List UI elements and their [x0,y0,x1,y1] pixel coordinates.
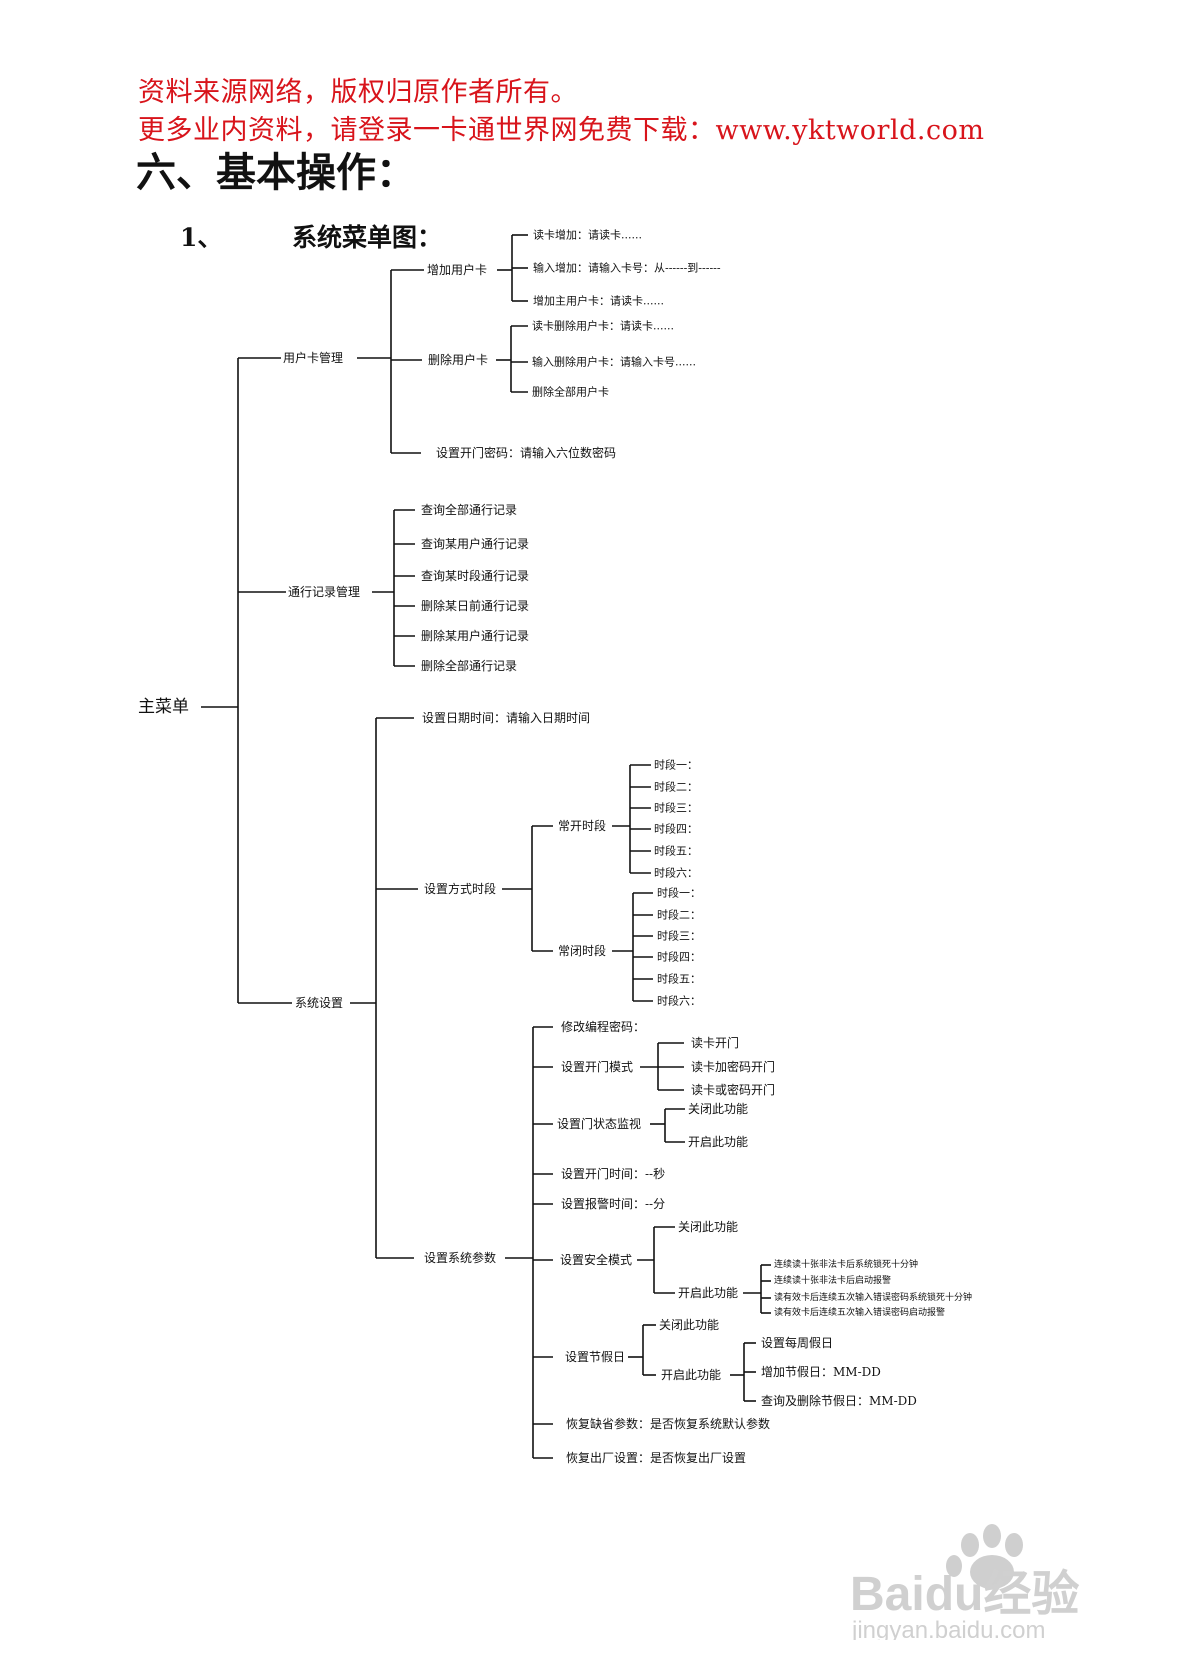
add-user-card-option: 读卡增加：请读卡...... [533,228,642,242]
period-slot-label: 时段三： [657,929,701,943]
access-record-option: 删除全部通行记录 [421,658,517,673]
tree-root-label: 主菜单 [138,697,189,717]
download-notice: 更多业内资料，请登录一卡通世界网免费下载：www.yktworld.com [138,115,985,146]
open-mode-option: 读卡开门 [691,1035,739,1050]
security-off-label: 关闭此功能 [678,1220,738,1234]
set-open-time-label: 设置开门时间：--秒 [561,1166,665,1181]
set-alarm-time-label: 设置报警时间：--分 [561,1196,665,1211]
add-user-card-label: 增加用户卡 [427,262,487,277]
source-notice: 资料来源网络，版权归原作者所有。 [138,77,578,108]
access-record-option: 查询全部通行记录 [421,502,517,517]
delete-user-card-label: 删除用户卡 [428,352,488,367]
baidu-jingyan-watermark: Baidu经验 jingyan.baidu.com [850,1500,1130,1644]
restore-factory-label: 恢复出厂设置：是否恢复出厂设置 [566,1451,746,1465]
period-slot-label: 时段二： [654,780,698,794]
user-card-mgmt-label: 用户卡管理 [283,350,343,365]
door-monitor-option: 关闭此功能 [688,1102,748,1116]
delete-user-card-option: 删除全部用户卡 [532,385,609,399]
delete-user-card-option: 输入删除用户卡：请输入卡号...... [532,355,696,369]
delete-user-card-option: 读卡删除用户卡：请读卡...... [532,319,674,333]
svg-text:Baidu经验: Baidu经验 [850,1568,1079,1621]
period-slot-label: 时段一： [657,886,701,900]
section-title: 六、基本操作： [136,149,416,196]
period-slot-label: 时段二： [657,908,701,922]
holiday-off-label: 关闭此功能 [659,1318,719,1332]
set-holiday-label: 设置节假日 [565,1350,625,1364]
access-records-mgmt-label: 通行记录管理 [288,584,360,599]
security-rule-option: 读有效卡后连续五次输入错误密码系统锁死十分钟 [774,1291,972,1303]
access-record-option: 删除某日前通行记录 [421,598,529,613]
access-record-option: 查询某时段通行记录 [421,568,529,583]
add-user-card-option: 输入增加：请输入卡号：从------到------ [533,261,721,275]
period-slot-label: 时段五： [657,972,701,986]
period-slot-label: 时段一： [654,758,698,772]
holiday-option: 增加节假日：MM-DD [761,1365,881,1379]
restore-default-label: 恢复缺省参数：是否恢复系统默认参数 [566,1416,770,1431]
security-rule-option: 连续读十张非法卡后系统锁死十分钟 [774,1258,918,1270]
security-rule-option: 读有效卡后连续五次输入错误密码启动报警 [774,1306,945,1318]
subsection-number: 1、 [180,223,223,252]
set-open-mode-label: 设置开门模式 [561,1059,633,1074]
normally-closed-period-label: 常闭时段 [558,943,606,958]
holiday-option: 查询及删除节假日：MM-DD [761,1393,917,1408]
period-slot-label: 时段四： [657,950,701,964]
security-on-label: 开启此功能 [678,1286,738,1300]
holiday-on-label: 开启此功能 [661,1368,721,1382]
period-slot-label: 时段三： [654,801,698,815]
period-slot-label: 时段六： [654,866,698,880]
set-datetime-label: 设置日期时间：请输入日期时间 [422,710,590,725]
set-mode-period-label: 设置方式时段 [424,881,496,896]
system-settings-label: 系统设置 [295,996,343,1010]
subsection-title: 系统菜单图： [292,223,443,252]
open-mode-option: 读卡加密码开门 [691,1059,775,1074]
svg-text:jingyan.baidu.com: jingyan.baidu.com [851,1617,1045,1640]
period-slot-label: 时段四： [654,822,698,836]
set-security-mode-label: 设置安全模式 [560,1252,632,1267]
access-record-option: 删除某用户通行记录 [421,628,529,643]
set-door-monitor-label: 设置门状态监视 [557,1116,641,1131]
add-user-card-option: 增加主用户卡：请读卡...... [533,294,664,308]
period-slot-label: 时段五： [654,844,698,858]
security-rule-option: 连续读十张非法卡后启动报警 [774,1274,891,1286]
set-system-params-label: 设置系统参数 [424,1250,496,1265]
period-slot-label: 时段六： [657,994,701,1008]
access-record-option: 查询某用户通行记录 [421,536,529,551]
normally-open-period-label: 常开时段 [558,818,606,833]
edit-program-password-label: 修改编程密码： [561,1019,645,1034]
door-monitor-option: 开启此功能 [688,1135,748,1149]
set-door-password-label: 设置开门密码：请输入六位数密码 [436,445,616,460]
open-mode-option: 读卡或密码开门 [691,1082,775,1097]
holiday-option: 设置每周假日 [761,1335,833,1350]
